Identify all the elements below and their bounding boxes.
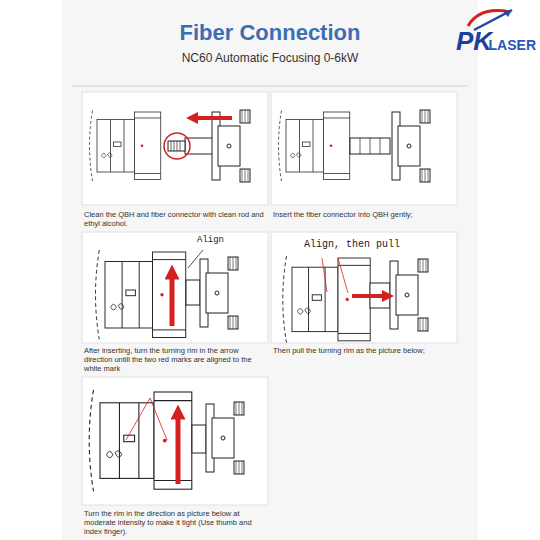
caption: Clean the QBH and fiber connector with c… xyxy=(84,210,266,228)
caption: After inserting, turn the turning rim in… xyxy=(84,346,268,373)
step-clean xyxy=(90,110,251,182)
card xyxy=(62,0,478,540)
logo-text: PK xyxy=(456,26,492,57)
logo-text: LASER xyxy=(489,37,536,54)
step-pull xyxy=(283,256,428,342)
caption: Turn the rim in the direction as picture… xyxy=(84,509,268,536)
step-insert xyxy=(279,110,431,182)
caption: Insert the fiber connector into QBH gent… xyxy=(273,210,455,219)
separator xyxy=(72,86,468,87)
title: Fiber Connection xyxy=(70,20,470,46)
subtitle: NC60 Automatic Focusing 0-6kW xyxy=(70,51,470,65)
callout: Align, then pull xyxy=(303,239,401,251)
callout: Align xyxy=(196,235,225,246)
step-turn xyxy=(96,250,239,339)
panel-frames xyxy=(82,92,457,505)
caption: Then pull the turning rim as the picture… xyxy=(273,346,455,355)
step-tighten xyxy=(89,390,244,492)
